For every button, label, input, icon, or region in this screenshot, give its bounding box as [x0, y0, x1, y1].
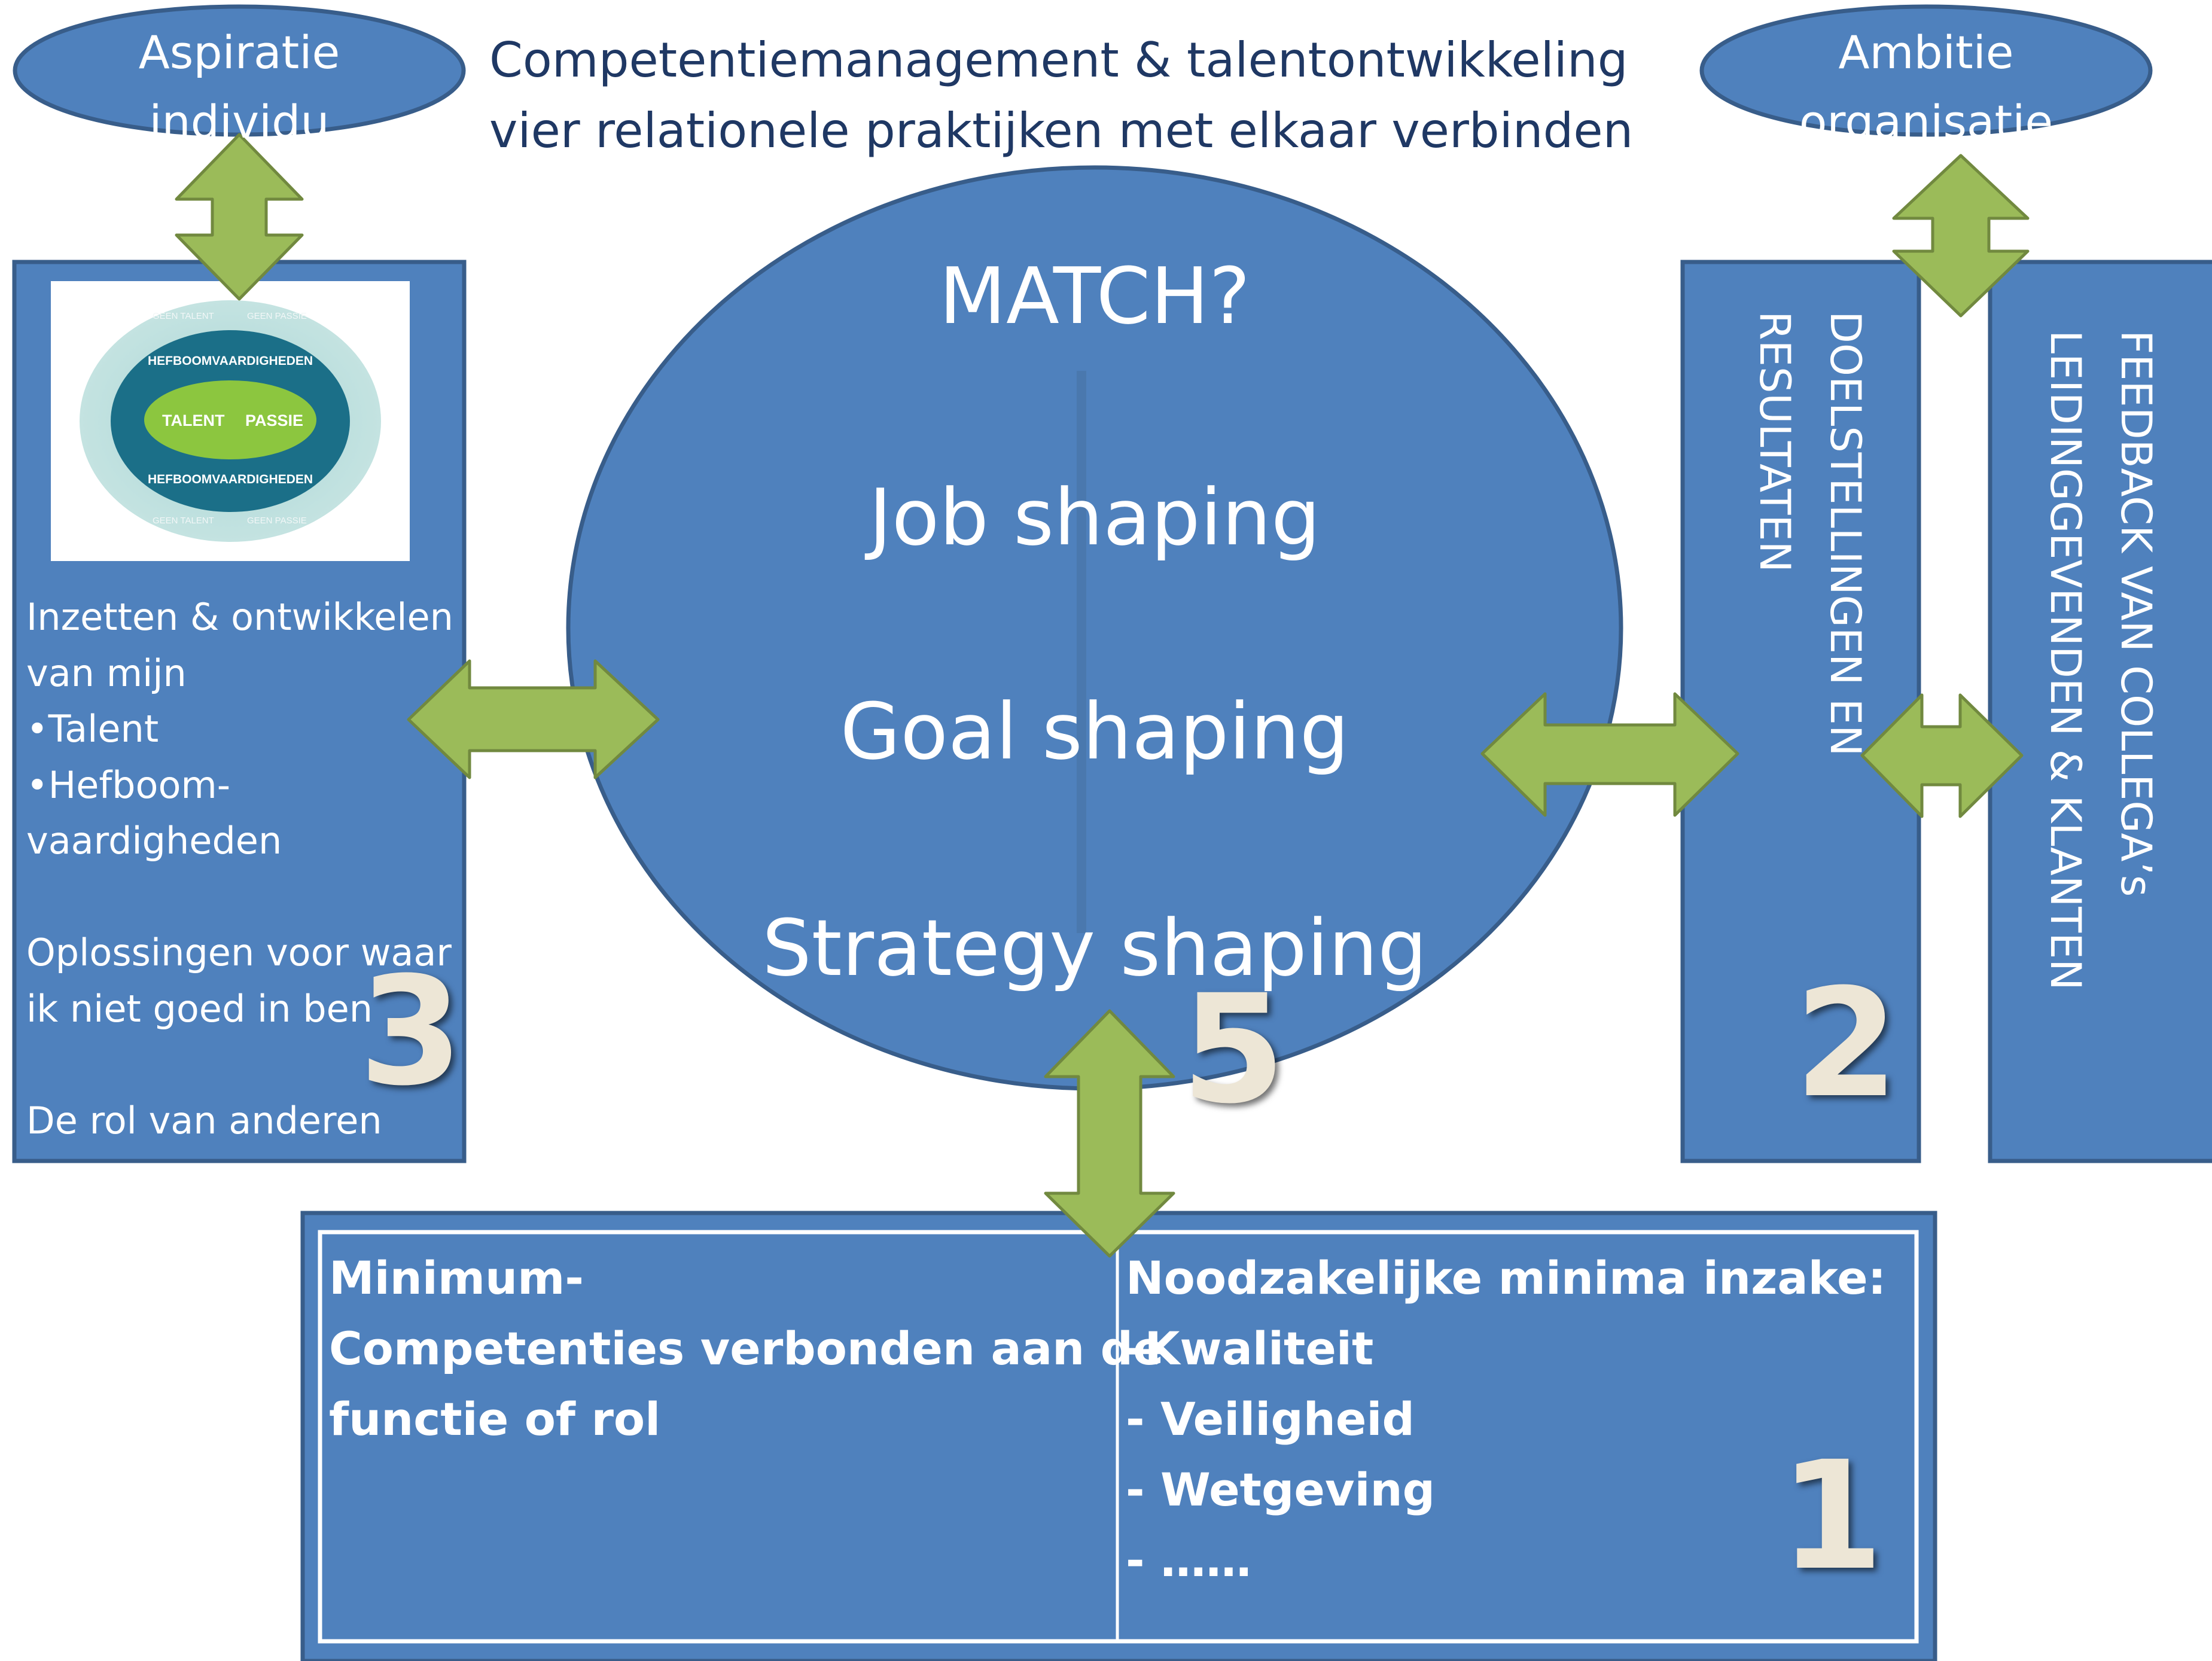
strategy-shaping-label: Strategy shaping	[762, 903, 1427, 993]
aspiratie-line2: individu	[149, 95, 330, 148]
arrow-aspiratie-left-box	[175, 133, 304, 301]
doelstellingen-line2: RESULTATEN	[1750, 311, 1799, 573]
talent-passie-image	[51, 281, 410, 561]
bottom-right-text: Noodzakelijke minima inzake: -Kwaliteit …	[1126, 1251, 1887, 1587]
inner-right-label: PASSIE	[245, 412, 304, 429]
outer-top-left-label: GEEN TALENT	[153, 311, 214, 321]
doelstellingen-line1: DOELSTELLINGEN EN	[1821, 311, 1870, 757]
ambitie-line1: Ambitie	[1838, 26, 2014, 79]
arrow-circle-right-box	[1480, 692, 1739, 817]
ambitie-label: Ambitie organisatie	[1705, 18, 2147, 157]
aspiratie-label: Aspiratie individu	[18, 18, 461, 157]
number-5: 5	[1181, 962, 1285, 1136]
goal-shaping-label: Goal shaping	[840, 686, 1349, 777]
arrow-ambitie-right	[1892, 154, 2030, 318]
mid-top-label: HEFBOOMVAARDIGHEDEN	[147, 354, 313, 368]
inner-left-label: TALENT	[162, 412, 225, 429]
ambitie-line2: organisatie	[1799, 95, 2053, 148]
arrow-left-box-circle	[407, 659, 660, 779]
title-line2: vier relationele praktijken met elkaar v…	[489, 103, 1634, 159]
left-box-text: Inzetten & ontwikkelen van mijn •Talent …	[26, 595, 453, 1142]
ambitie-ellipse	[1699, 4, 2153, 137]
number-2: 2	[1794, 956, 1899, 1130]
match-label: MATCH?	[939, 251, 1251, 342]
doelstellingen-text: DOELSTELLINGEN EN RESULTATEN	[1739, 311, 1881, 756]
job-shaping-label: Job shaping	[869, 472, 1321, 563]
mid-bottom-label: HEFBOOMVAARDIGHEDEN	[147, 473, 313, 486]
feedback-box	[1988, 260, 2212, 1163]
bottom-left-text: Minimum- Competenties verbonden aan de f…	[329, 1251, 1164, 1446]
feedback-line2: LEIDINGGEVENDEN & KLANTEN	[2041, 330, 2090, 990]
number-1: 1	[1780, 1429, 1884, 1603]
feedback-line1: FEEDBACK VAN COLLEGA’s	[2112, 330, 2161, 897]
feedback-text: FEEDBACK VAN COLLEGA’s LEIDINGGEVENDEN &…	[2030, 330, 2171, 990]
arrow-between-right-boxes	[1860, 693, 2024, 818]
talent-image-labels: GEEN TALENT GEEN PASSIE HEFBOOMVAARDIGHE…	[51, 281, 410, 561]
outer-top-right-label: GEEN PASSIE	[247, 311, 307, 321]
title-line1: Competentiemanagement & talentontwikkeli…	[489, 32, 1628, 88]
aspiratie-line1: Aspiratie	[138, 26, 340, 79]
outer-bottom-left-label: GEEN TALENT	[153, 516, 214, 526]
outer-bottom-right-label: GEEN PASSIE	[247, 516, 307, 526]
number-3: 3	[359, 944, 463, 1118]
page-title: Competentiemanagement & talentontwikkeli…	[489, 25, 1638, 166]
arrow-circle-bottom-box	[1044, 1009, 1175, 1258]
